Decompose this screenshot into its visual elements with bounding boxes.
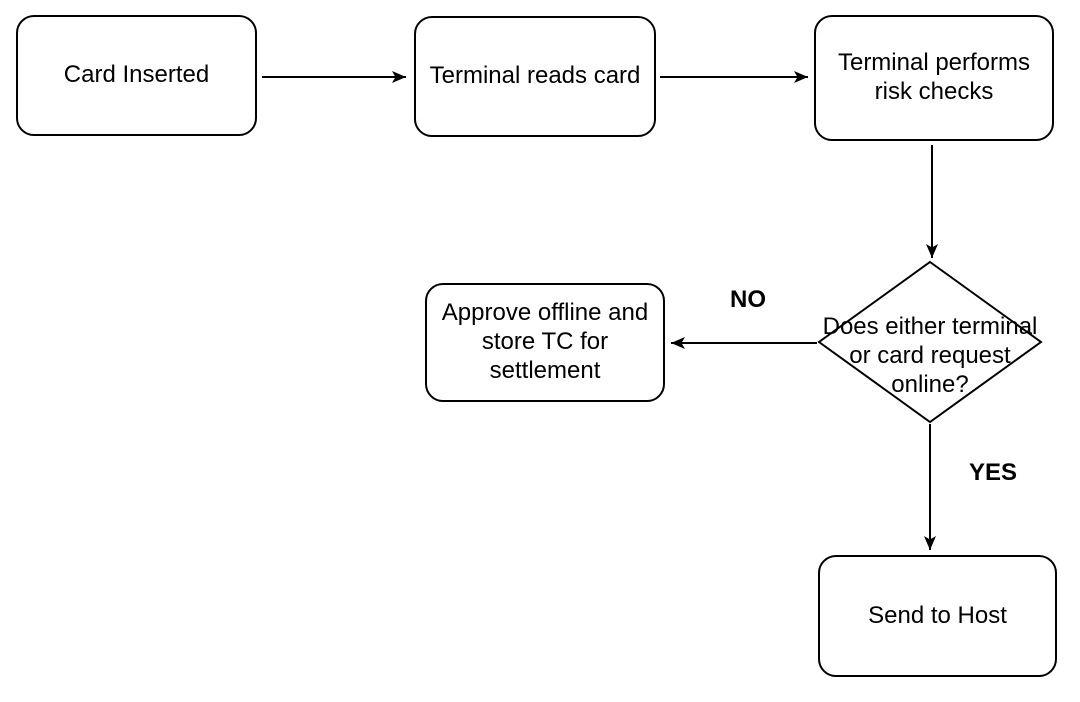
decision-diamond [817,260,1043,424]
edge-label-yes: YES [968,459,1018,486]
flow-node-approve-offline: Approve offline and store TC for settlem… [425,283,665,402]
flow-node-terminal-performs-risk-checks: Terminal performs risk checks [814,15,1054,141]
flow-node-label: Terminal reads card [429,62,641,90]
flow-node-label: Approve offline and store TC for settlem… [441,299,649,384]
decision-diamond-label: Does either terminal or card request onl… [822,313,1038,398]
flow-node-label: Send to Host [868,601,1007,629]
flow-node-label: Terminal performs risk checks [837,49,1031,105]
flow-node-label: Card Inserted [63,61,210,89]
flow-node-send-to-host: Send to Host [818,555,1057,677]
edge-label-no: NO [730,286,766,313]
flow-node-card-inserted: Card Inserted [16,15,257,136]
flow-node-terminal-reads-card: Terminal reads card [414,16,656,137]
